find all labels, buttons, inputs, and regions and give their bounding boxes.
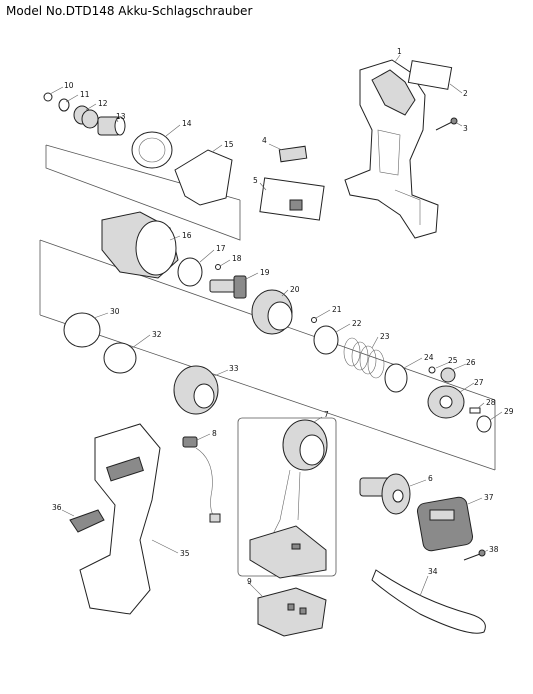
callout-9: 9 xyxy=(247,577,252,586)
part-front-cover-15 xyxy=(174,149,233,206)
callout-12: 12 xyxy=(98,99,108,108)
callout-6: 6 xyxy=(428,474,433,483)
callout-25: 25 xyxy=(448,356,458,365)
part-ring-30 xyxy=(63,312,101,348)
callout-22: 22 xyxy=(352,319,362,328)
part-washer-29 xyxy=(476,415,492,433)
callout-29: 29 xyxy=(504,407,514,416)
part-o-ring-17 xyxy=(177,257,203,287)
callout-4: 4 xyxy=(262,136,267,145)
callout-27: 27 xyxy=(474,378,484,387)
callout-35: 35 xyxy=(180,549,190,558)
callout-32: 32 xyxy=(152,330,162,339)
callout-19: 19 xyxy=(260,268,270,277)
callout-3: 3 xyxy=(463,124,468,133)
part-washer-22 xyxy=(313,325,339,355)
part-rear-cover-37 xyxy=(416,496,474,552)
callout-26: 26 xyxy=(466,358,476,367)
gear-group-line-bottom xyxy=(39,314,496,471)
front-group-line-upper xyxy=(45,145,241,241)
callout-34: 34 xyxy=(428,567,438,576)
part-cap-36 xyxy=(69,509,105,533)
part-screw-38 xyxy=(463,549,486,561)
callout-15: 15 xyxy=(224,140,234,149)
callout-16: 16 xyxy=(182,231,192,240)
part-strap-34 xyxy=(371,569,486,634)
diagram-title: Model No.DTD148 Akku-Schlagschrauber xyxy=(6,4,253,18)
callout-17: 17 xyxy=(216,244,226,253)
part-hammer-case-16 xyxy=(101,211,179,279)
callout-14: 14 xyxy=(182,119,192,128)
part-controller-board xyxy=(249,525,327,579)
part-callouts: 1 2 3 4 5 6 7 8 9 10 11 12 13 14 15 16 1… xyxy=(52,47,514,586)
callout-10: 10 xyxy=(64,81,74,90)
callout-28: 28 xyxy=(486,398,496,407)
callout-11: 11 xyxy=(80,90,90,99)
callout-5: 5 xyxy=(253,176,258,185)
part-switch xyxy=(259,177,325,221)
part-screw-3 xyxy=(435,117,458,131)
part-spring-23 xyxy=(343,337,385,379)
part-terminal-9 xyxy=(257,587,327,637)
callout-21: 21 xyxy=(332,305,342,314)
callout-20: 20 xyxy=(290,285,300,294)
part-housing xyxy=(344,59,439,239)
leader-lines xyxy=(49,54,503,597)
callout-36: 36 xyxy=(52,503,62,512)
callout-30: 30 xyxy=(110,307,120,316)
part-bearing-26 xyxy=(440,367,456,383)
callout-18: 18 xyxy=(232,254,242,263)
part-internal-gear-33 xyxy=(173,365,219,415)
part-name-plate xyxy=(407,60,453,90)
part-anvil-19 xyxy=(209,275,247,299)
part-stator-7 xyxy=(269,419,328,541)
part-retaining-ring-10 xyxy=(43,92,53,102)
callout-2: 2 xyxy=(463,89,468,98)
part-housing-left-35 xyxy=(79,423,161,615)
callout-1: 1 xyxy=(397,47,402,56)
callout-37: 37 xyxy=(484,493,494,502)
part-pin-28 xyxy=(469,407,481,414)
part-washer-24 xyxy=(384,363,408,393)
callout-33: 33 xyxy=(229,364,239,373)
part-needle-25 xyxy=(428,366,436,374)
callout-24: 24 xyxy=(424,353,434,362)
callout-23: 23 xyxy=(380,332,390,341)
part-rotor-6 xyxy=(359,473,411,515)
part-steel-ball-18 xyxy=(215,264,221,270)
part-hammer-20 xyxy=(251,289,293,335)
part-spindle-27 xyxy=(427,385,465,419)
part-led-circuit-8 xyxy=(182,436,221,523)
callout-38: 38 xyxy=(489,545,499,554)
callout-13: 13 xyxy=(116,112,126,121)
part-spring-12 xyxy=(73,105,99,129)
part-bumper-14 xyxy=(131,131,173,169)
part-switch-lever xyxy=(278,145,308,163)
part-o-ring-32 xyxy=(103,342,137,374)
callout-7: 7 xyxy=(324,410,329,419)
callout-8: 8 xyxy=(212,429,217,438)
part-steel-ball-21 xyxy=(311,317,317,323)
